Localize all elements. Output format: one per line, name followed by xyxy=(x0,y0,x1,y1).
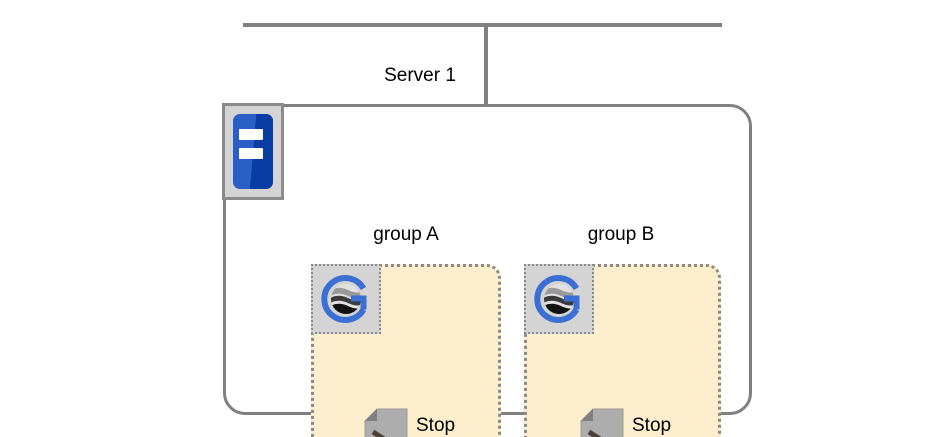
cluster-globe-g-icon xyxy=(524,264,594,334)
server-icon-bar-bottom xyxy=(238,147,264,159)
group-box-a: Stop script xyxy=(311,264,501,437)
server-icon-bar-top xyxy=(238,129,264,141)
group-box-b: Stop script xyxy=(524,264,721,437)
server-label: Server 1 xyxy=(384,65,456,86)
script-item-b: Stop script xyxy=(580,408,677,437)
script-item-a: Stop script xyxy=(364,408,461,437)
server-icon xyxy=(222,103,284,200)
script-label-a: Stop script xyxy=(416,414,461,437)
script-file-icon xyxy=(580,408,624,437)
script-label-b: Stop script xyxy=(632,414,677,437)
script-label-a-line1: Stop xyxy=(416,415,456,436)
group-label-b: group B xyxy=(587,224,655,245)
server-icon-body xyxy=(233,114,273,189)
cluster-globe-g-icon xyxy=(311,264,381,334)
group-label-a: group A xyxy=(373,224,439,245)
server-container: group A xyxy=(223,104,752,437)
network-drop-line xyxy=(484,25,488,105)
network-bus-line xyxy=(243,23,722,27)
script-label-b-line1: Stop xyxy=(632,415,672,436)
script-file-icon xyxy=(364,408,408,437)
